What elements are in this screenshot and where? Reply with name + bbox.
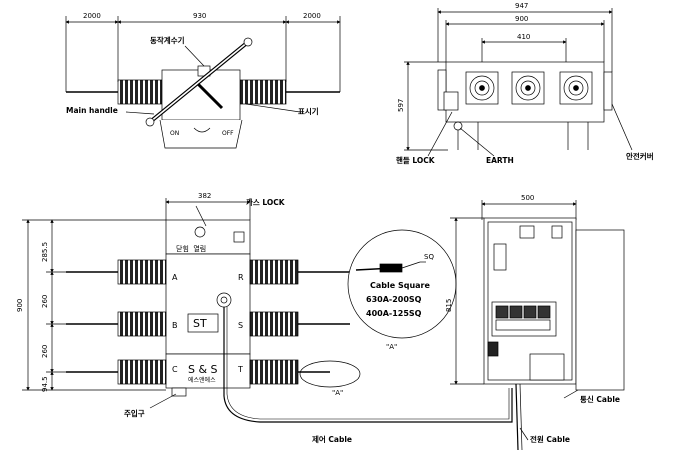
indicator-label: 표시기: [298, 107, 319, 116]
on-off-arc: [193, 127, 211, 133]
detail-a-caption: "A": [386, 343, 398, 351]
phase-b: B: [172, 321, 178, 330]
power-cable: [515, 383, 519, 451]
control-cable: [223, 307, 513, 423]
power-cable-label: 전원 Cable: [530, 435, 571, 444]
top-view: [65, 16, 341, 149]
safety-cover-label: 안전커버: [626, 152, 654, 161]
gas-lock-valve: [194, 226, 206, 238]
cable-square-title: Cable Square: [370, 281, 430, 290]
brand-sub-label: 에스앤에스: [188, 377, 216, 384]
comm-module: [529, 353, 565, 381]
dim-94-5: 94.5: [41, 376, 49, 392]
counter-label: 동작계수기: [150, 36, 185, 45]
phase-r: R: [238, 273, 244, 282]
cable-square-line2: 400A-125SQ: [366, 309, 422, 318]
detail-a-ref: "A": [332, 389, 344, 397]
inlet-label: 주입구: [124, 409, 145, 418]
bushings-left: [66, 259, 167, 385]
dim-500: 500: [521, 194, 535, 202]
gauge-dial: [216, 292, 232, 308]
gas-lock-label: 가스 LOCK: [246, 198, 285, 207]
st-box-label: ST: [193, 317, 207, 330]
brand-label: S & S: [188, 363, 218, 376]
bushing-right: [239, 79, 287, 105]
terminal-block: [491, 301, 557, 337]
front-main-body: [165, 253, 251, 355]
dim-2000-left: 2000: [83, 12, 101, 20]
handle-lock-box: [443, 91, 459, 111]
main-handle-label: Main handle: [66, 106, 118, 115]
base-plate: [159, 119, 243, 149]
detail-a-marker: [299, 360, 361, 388]
cable-square-line1: 630A-200SQ: [366, 295, 422, 304]
dim-260-bc: 260: [41, 344, 49, 358]
front-bottom-panel: [165, 353, 251, 389]
phase-c: C: [172, 365, 178, 374]
bushing-top-2: [511, 71, 545, 105]
dim-900: 900: [515, 15, 529, 23]
switch-body: [161, 69, 241, 121]
dim-947: 947: [515, 2, 529, 10]
dim-597: 597: [397, 98, 405, 112]
bushing-left: [117, 79, 163, 105]
side-view: [404, 8, 633, 157]
dim-285-5: 285.5: [41, 241, 49, 262]
phase-s: S: [238, 321, 244, 330]
bushing-top-1: [465, 71, 499, 105]
front-view: [22, 198, 513, 423]
dim-410: 410: [517, 33, 531, 41]
dim-900-vertical: 900: [16, 298, 24, 312]
phase-a: A: [172, 273, 178, 282]
earth-label: EARTH: [486, 156, 514, 165]
dim-382: 382: [198, 192, 212, 200]
bushings-right: [249, 259, 350, 385]
control-box-door: [575, 229, 625, 391]
off-label: OFF: [222, 130, 234, 137]
on-label: ON: [170, 130, 180, 137]
dim-815: 815: [445, 298, 453, 312]
bushing-top-3: [559, 71, 593, 105]
st-box: [187, 313, 219, 333]
comm-cable-label: 통신 Cable: [580, 395, 621, 404]
control-box-view: [450, 200, 625, 451]
phase-t: T: [238, 365, 243, 374]
sq-label: SQ: [424, 253, 434, 261]
control-cable-label: 제어 Cable: [312, 435, 353, 444]
safety-cover: [603, 71, 613, 111]
dim-930: 930: [193, 12, 207, 20]
dim-260-ab: 260: [41, 294, 49, 308]
dim-2000-right: 2000: [303, 12, 321, 20]
close-open-label: 닫힘 열림: [176, 245, 207, 253]
handle-lock-label: 핸들 LOCK: [396, 156, 435, 165]
